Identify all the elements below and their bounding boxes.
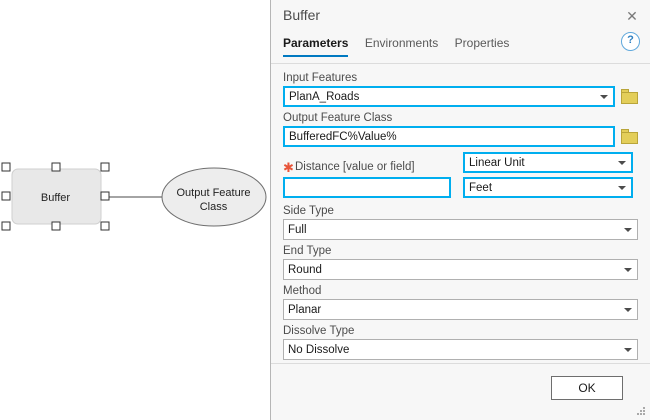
- handle-se: [100, 221, 110, 231]
- handle-sw: [1, 221, 11, 231]
- chevron-down-icon: [624, 347, 632, 352]
- distance-unit-mode-value: Linear Unit: [469, 156, 525, 169]
- close-icon[interactable]: ✕: [626, 8, 638, 24]
- header-divider: [271, 63, 650, 64]
- chevron-down-icon: [618, 160, 626, 165]
- tab-properties[interactable]: Properties: [454, 36, 510, 50]
- label-input-features: Input Features: [283, 72, 358, 84]
- handle-n: [51, 162, 61, 172]
- output-feature-class-input[interactable]: BufferedFC%Value%: [283, 126, 615, 147]
- field-end-type: End Type Round: [283, 245, 638, 280]
- resize-grip[interactable]: [637, 407, 646, 416]
- input-features-combo[interactable]: PlanA_Roads: [283, 86, 615, 107]
- browse-folder-icon-output-feature-class[interactable]: [621, 129, 638, 144]
- field-side-type: Side Type Full: [283, 205, 638, 240]
- selection-handles: [1, 162, 110, 231]
- ok-button[interactable]: OK: [551, 376, 623, 400]
- output-node: [161, 167, 267, 227]
- label-output-feature-class: Output Feature Class: [283, 112, 393, 124]
- handle-w: [1, 191, 11, 201]
- chevron-down-icon: [618, 185, 626, 190]
- label-distance: Distance [value or field]: [295, 161, 415, 173]
- help-icon[interactable]: ?: [621, 32, 640, 51]
- dissolve-type-combo[interactable]: No Dissolve: [283, 339, 638, 360]
- parameters-form: Input Features PlanA_Roads Output Featur…: [271, 64, 650, 360]
- panel-title: Buffer: [283, 7, 321, 23]
- label-method: Method: [283, 285, 322, 297]
- field-input-features: Input Features PlanA_Roads: [283, 72, 638, 107]
- end-type-value: Round: [288, 263, 322, 276]
- chevron-down-icon: [600, 94, 608, 99]
- distance-unit-combo[interactable]: Feet: [463, 177, 633, 198]
- tab-parameters[interactable]: Parameters: [283, 36, 349, 57]
- tab-strip: Parameters Environments Properties ?: [271, 32, 650, 60]
- label-dissolve-type: Dissolve Type: [283, 325, 355, 337]
- side-type-value: Full: [288, 223, 307, 236]
- output-feature-class-value: BufferedFC%Value%: [289, 130, 397, 143]
- panel-header: Buffer ✕: [271, 0, 650, 32]
- panel-footer: OK: [271, 363, 650, 420]
- chevron-down-icon: [624, 227, 632, 232]
- handle-e: [100, 191, 110, 201]
- dissolve-type-value: No Dissolve: [288, 343, 350, 356]
- handle-nw: [1, 162, 11, 172]
- input-features-value: PlanA_Roads: [289, 90, 360, 103]
- distance-value-input[interactable]: [283, 177, 451, 198]
- tab-environments[interactable]: Environments: [364, 36, 439, 50]
- distance-unit-mode-combo[interactable]: Linear Unit: [463, 152, 633, 173]
- method-combo[interactable]: Planar: [283, 299, 638, 320]
- label-end-type: End Type: [283, 245, 332, 257]
- field-output-feature-class: Output Feature Class BufferedFC%Value%: [283, 112, 638, 147]
- handle-s: [51, 221, 61, 231]
- label-side-type: Side Type: [283, 205, 334, 217]
- required-indicator: ✱: [283, 160, 294, 175]
- browse-folder-icon-input-features[interactable]: [621, 89, 638, 104]
- end-type-combo[interactable]: Round: [283, 259, 638, 280]
- chevron-down-icon: [624, 267, 632, 272]
- field-distance: ✱ Distance [value or field] Linear Unit: [283, 152, 638, 198]
- chevron-down-icon: [624, 307, 632, 312]
- method-value: Planar: [288, 303, 322, 316]
- side-type-combo[interactable]: Full: [283, 219, 638, 240]
- handle-ne: [100, 162, 110, 172]
- model-diagram: [1, 162, 267, 231]
- distance-unit-value: Feet: [469, 181, 493, 194]
- field-dissolve-type: Dissolve Type No Dissolve: [283, 325, 638, 360]
- buffer-node: [11, 168, 102, 225]
- geoprocessing-panel: Buffer ✕ Parameters Environments Propert…: [270, 0, 650, 420]
- field-method: Method Planar: [283, 285, 638, 320]
